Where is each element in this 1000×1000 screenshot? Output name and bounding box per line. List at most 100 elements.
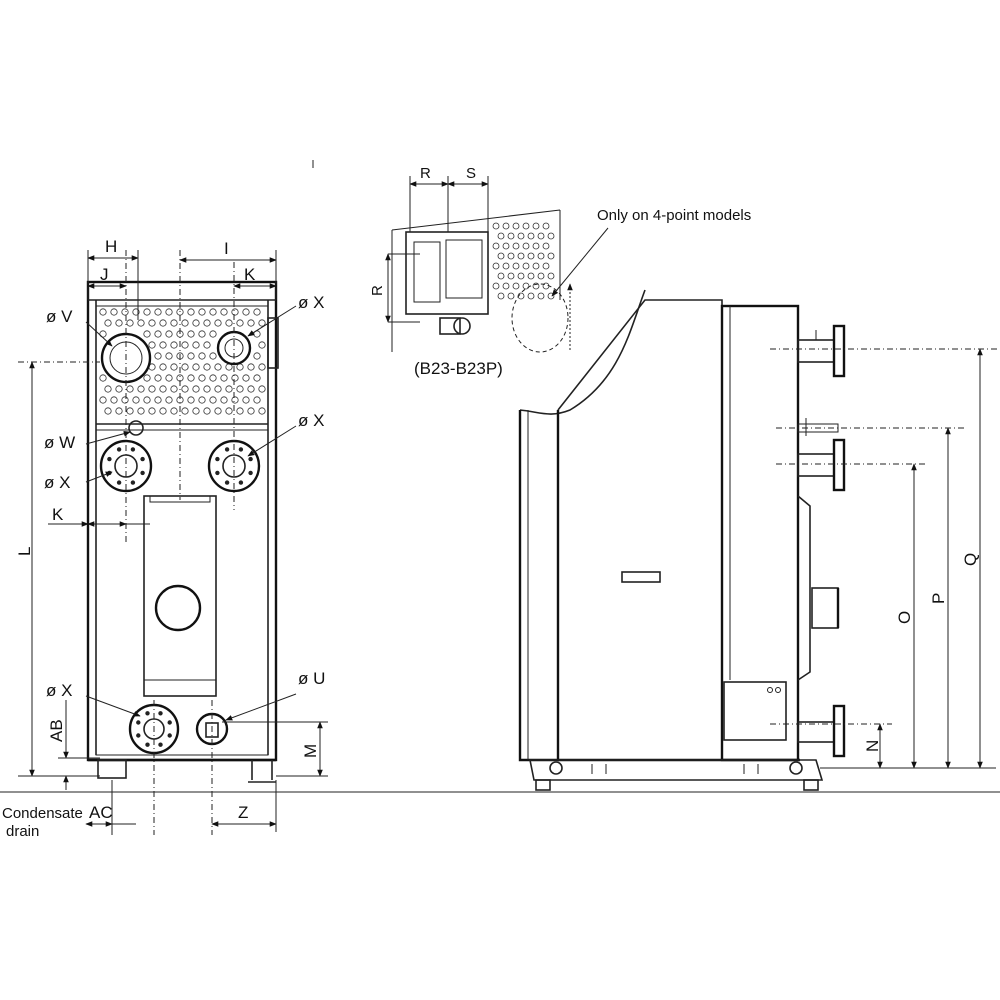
side-base <box>529 759 824 781</box>
side-break-curve <box>519 289 646 415</box>
perforation-hole <box>542 242 550 250</box>
label-drain: drain <box>6 823 39 840</box>
front-view <box>0 250 1000 835</box>
perforation-hole <box>214 319 222 327</box>
perforation-hole <box>532 222 540 230</box>
perforation-hole <box>253 308 261 316</box>
perforation-hole <box>532 262 540 270</box>
label-AC: AC <box>89 803 113 822</box>
label-K-top: K <box>244 265 256 284</box>
perforation-hole <box>181 319 189 327</box>
perforation-hole <box>159 319 167 327</box>
perforation-hole <box>187 330 195 338</box>
perforation-hole <box>517 272 525 280</box>
perforation-hole <box>492 222 500 230</box>
perforation-hole <box>522 242 530 250</box>
perforation-hole <box>126 385 134 393</box>
flange-bolt <box>238 447 244 452</box>
perforation-hole <box>242 308 250 316</box>
label-L: L <box>15 547 34 556</box>
perforation-hole <box>507 292 515 300</box>
rear-pipe-mid-upper <box>797 418 839 436</box>
perforation-hole <box>203 385 211 393</box>
side-view <box>518 289 998 791</box>
perforation-hole <box>532 242 540 250</box>
perforation-hole <box>231 374 239 382</box>
perforation-hole <box>137 407 145 415</box>
connection-w <box>128 420 144 436</box>
perforation-hole <box>115 385 123 393</box>
flange-bolt <box>116 480 122 485</box>
flange-bolt <box>107 456 112 462</box>
perforation-hole <box>198 374 206 382</box>
perforation-hole <box>247 319 255 327</box>
perforation-hole <box>143 330 151 338</box>
perforation-hole <box>154 396 162 404</box>
condensate-drain-fitting <box>97 759 127 779</box>
perforation-hole <box>104 319 112 327</box>
perforation-holes <box>99 308 266 415</box>
perforation-hole <box>502 262 510 270</box>
perforation-hole <box>247 385 255 393</box>
side-burner-housing <box>797 495 811 681</box>
perforation-hole <box>192 385 200 393</box>
perforation-hole <box>110 308 118 316</box>
label-AB: AB <box>47 719 66 742</box>
flange-bolt <box>215 456 220 462</box>
perforation-hole <box>99 374 107 382</box>
perforation-hole <box>181 363 189 371</box>
perforation-hole <box>209 374 217 382</box>
perforation-hole <box>115 407 123 415</box>
label-H: H <box>105 237 117 256</box>
perforation-hole <box>181 341 189 349</box>
perforation-hole <box>512 222 520 230</box>
perforation-hole <box>253 396 261 404</box>
label-N: N <box>863 740 882 752</box>
detail-flue-adapter <box>405 231 489 315</box>
perforation-hole <box>517 252 525 260</box>
flange-bolt <box>116 447 122 452</box>
perforation-hole <box>258 363 266 371</box>
perforation-hole <box>104 385 112 393</box>
perforation-hole <box>192 341 200 349</box>
perforation-hole <box>214 407 222 415</box>
perforation-hole <box>236 407 244 415</box>
perforation-hole <box>165 308 173 316</box>
flange-bolt <box>140 470 145 476</box>
label-P: P <box>929 593 948 604</box>
flange-bolt <box>130 447 136 452</box>
perforation-hole <box>148 385 156 393</box>
perforation-hole <box>187 396 195 404</box>
perforation-hole <box>181 385 189 393</box>
detail-pipe-stub <box>439 317 461 335</box>
perforation-hole <box>165 330 173 338</box>
flange-bolt <box>145 742 150 747</box>
flange-bolt <box>145 711 150 716</box>
perforation-hole <box>198 330 206 338</box>
perforation-hole <box>203 363 211 371</box>
perforation-hole <box>198 396 206 404</box>
perforation-hole <box>547 232 555 240</box>
perforation-hole <box>492 242 500 250</box>
perforation-hole <box>115 319 123 327</box>
perforation-hole <box>507 252 515 260</box>
perforation-hole <box>154 308 162 316</box>
perforation-hole <box>522 262 530 270</box>
perforation-hole <box>512 242 520 250</box>
flange-bolt <box>215 470 220 476</box>
label-condensate: Condensate <box>2 805 83 822</box>
perforation-hole <box>209 352 217 360</box>
label-S: S <box>466 165 476 182</box>
perforation-hole <box>492 262 500 270</box>
detail-caption: (B23-B23P) <box>414 359 503 378</box>
perforation-hole <box>187 308 195 316</box>
perforation-hole <box>258 407 266 415</box>
perforation-hole <box>148 341 156 349</box>
perforation-hole <box>247 407 255 415</box>
perforation-hole <box>214 363 222 371</box>
perforation-hole <box>507 232 515 240</box>
perforation-hole <box>220 308 228 316</box>
perforation-hole <box>165 396 173 404</box>
